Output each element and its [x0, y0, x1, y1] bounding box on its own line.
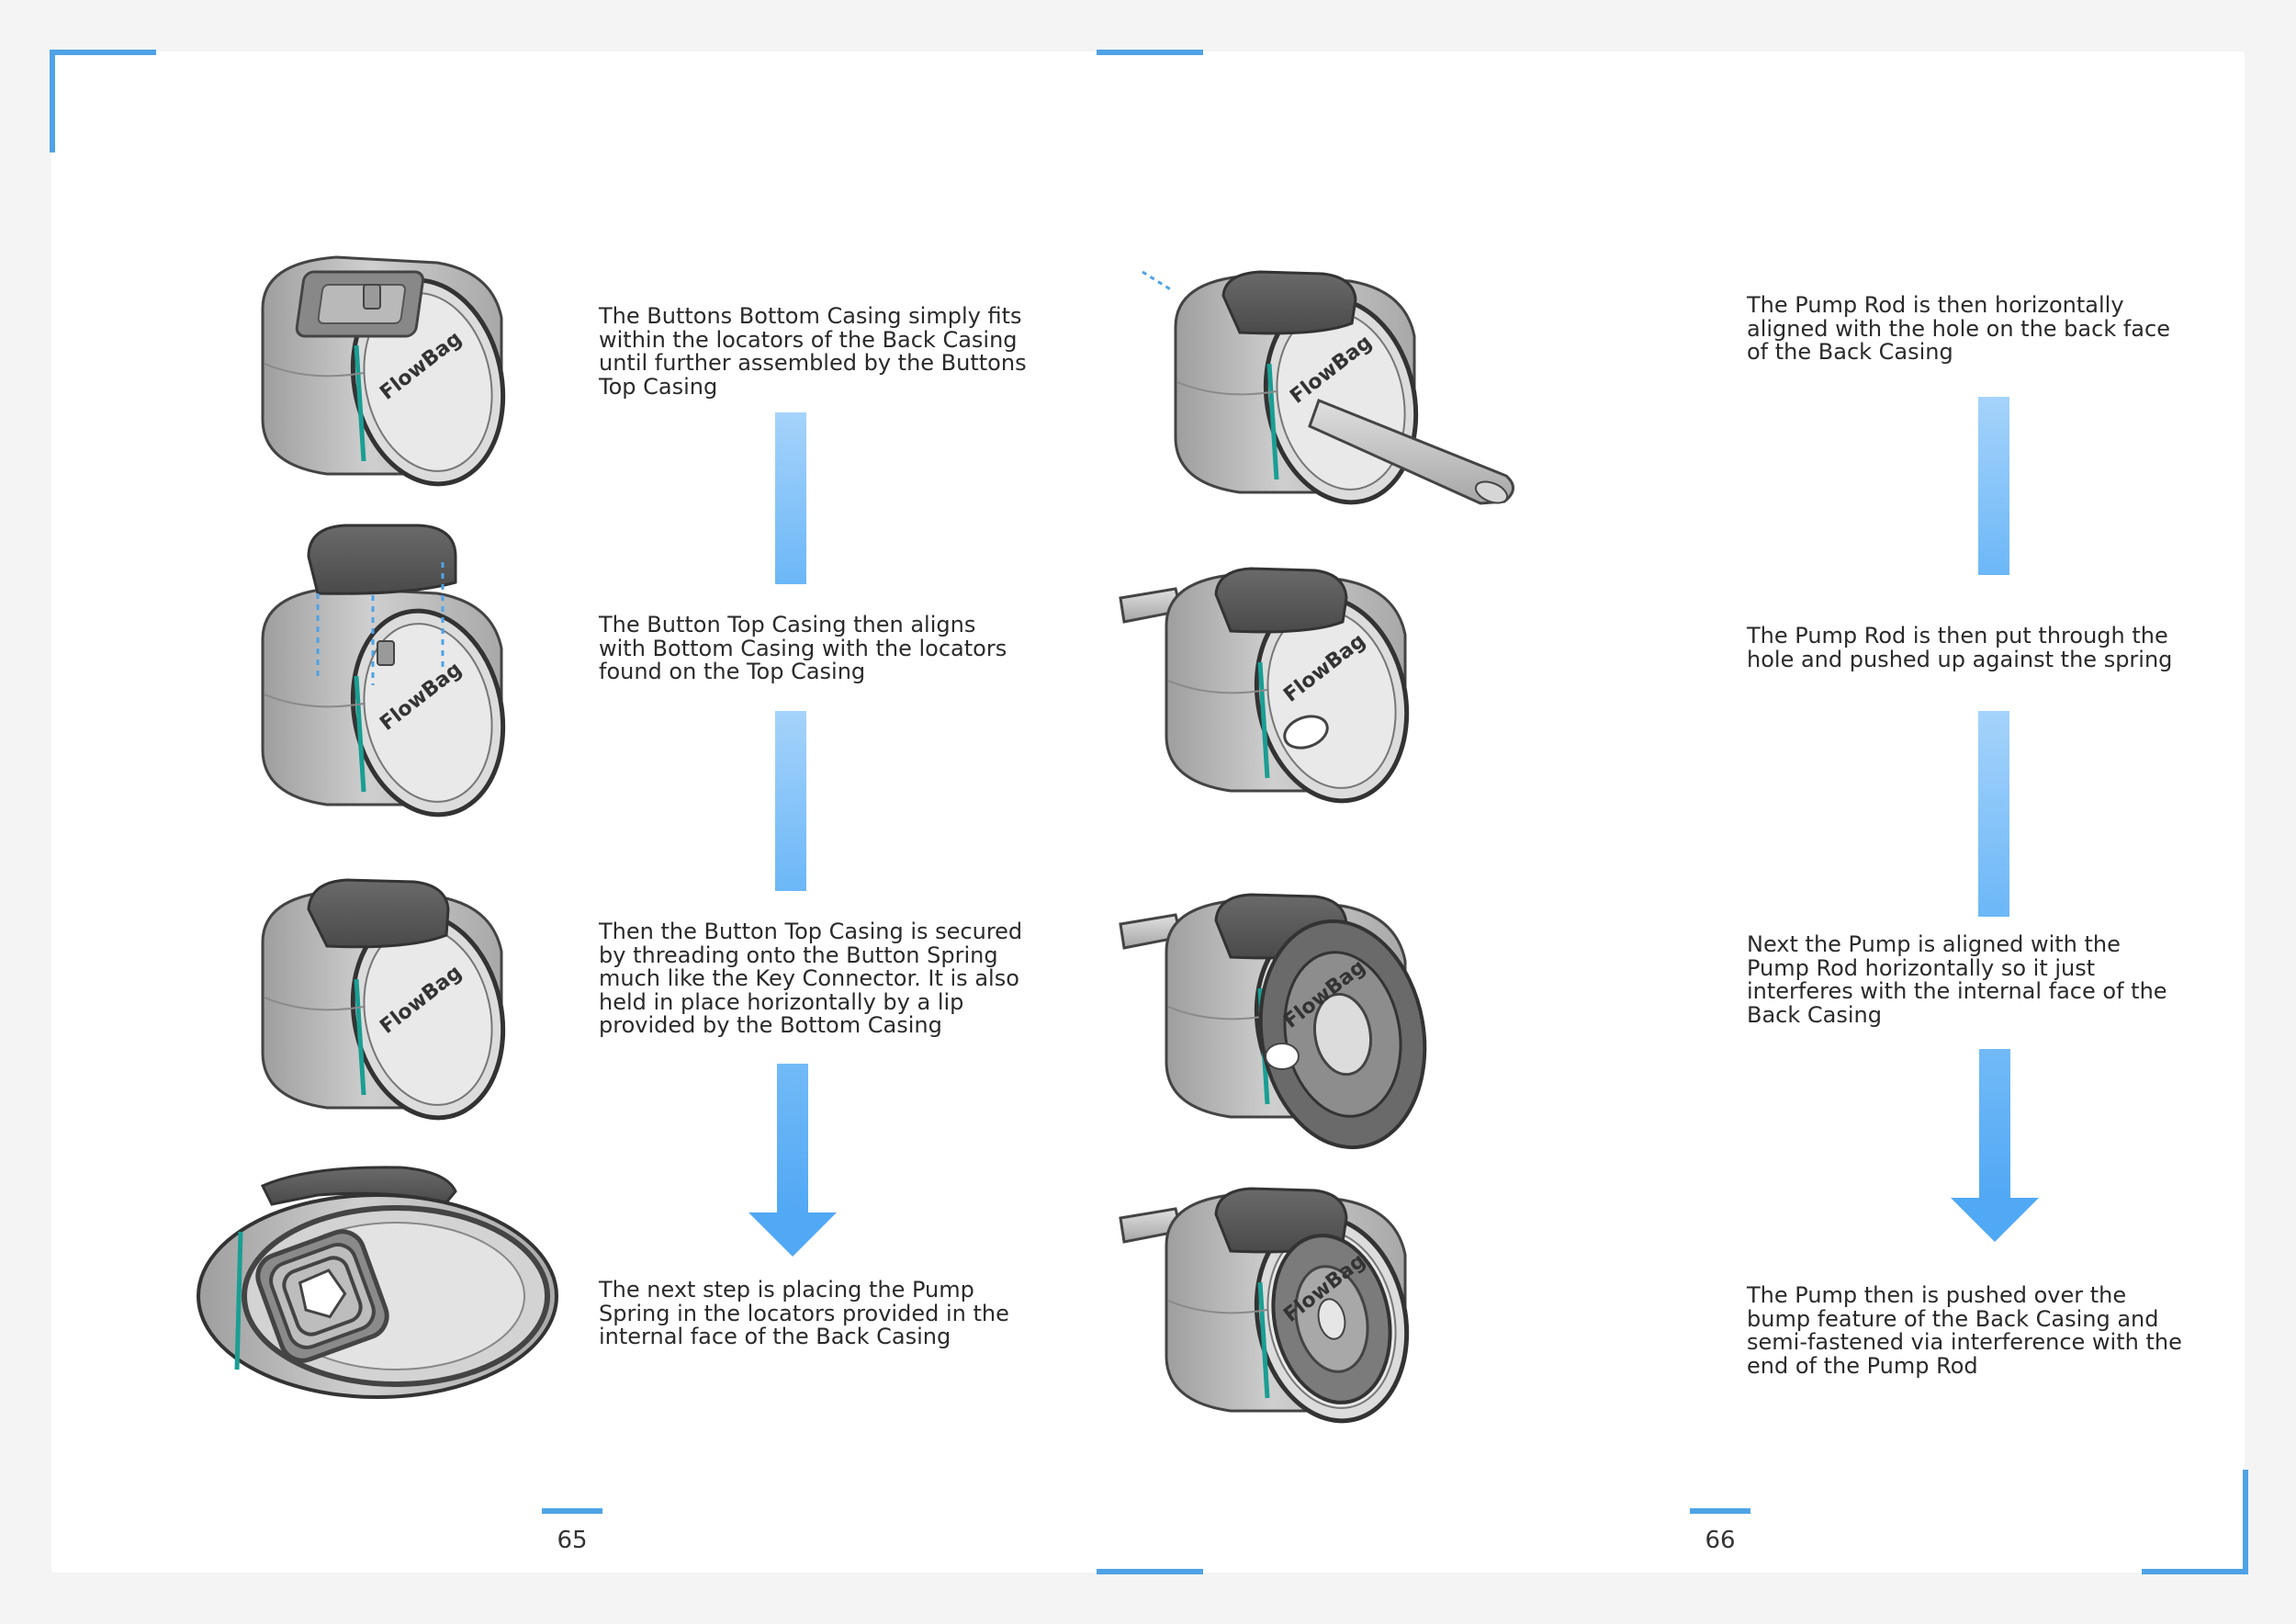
- assembly-illustration: FlowBag: [1142, 270, 1514, 557]
- corner-mark-top-left: [50, 50, 156, 55]
- step-text: The Pump Rod is then horizontally aligne…: [1747, 292, 2170, 365]
- center-mark-top: [1097, 50, 1203, 55]
- flow-arrow-icon: [1951, 1049, 2039, 1244]
- page-66: FlowBag The Pump Rod is then horizontall…: [1119, 51, 2245, 1573]
- step-text: Then the Button Top Casing is secured by…: [599, 919, 1023, 1038]
- assembly-illustration: [197, 1166, 558, 1399]
- step-text: The Pump then is pushed over the bump fe…: [1747, 1282, 2182, 1379]
- page-number-rule: [1690, 1508, 1750, 1514]
- document-spread: FlowBag The Buttons Bottom Casing simply…: [50, 50, 2248, 1574]
- step-text: The next step is placing the Pump Spring…: [599, 1277, 1009, 1349]
- page-number: 65: [557, 1527, 588, 1554]
- flow-arrow-icon: [775, 412, 806, 584]
- step-text: Next the Pump is aligned with the Pump R…: [1747, 931, 2167, 1028]
- corner-mark-bottom-right: [2142, 1569, 2248, 1574]
- assembly-illustration: FlowBag: [226, 244, 538, 511]
- flow-arrow-icon: [1978, 711, 2009, 917]
- step-text: The Button Top Casing then aligns with B…: [599, 612, 1007, 684]
- flow-arrow-icon: [1978, 397, 2009, 575]
- step-text: The Pump Rod is then put through the hol…: [1747, 623, 2173, 672]
- flow-arrow-icon: [775, 711, 806, 891]
- corner-mark-bottom-right: [2243, 1470, 2248, 1574]
- center-mark-bottom: [1097, 1569, 1203, 1574]
- step-text: The Buttons Bottom Casing simply fits wi…: [599, 303, 1027, 400]
- corner-mark-top-left: [50, 50, 55, 152]
- page-number-rule: [542, 1508, 602, 1514]
- page-number: 66: [1705, 1527, 1736, 1554]
- flow-arrow-icon: [748, 1064, 837, 1258]
- assembly-illustration: FlowBag: [1119, 1187, 1469, 1448]
- assembly-illustration: FlowBag: [226, 878, 538, 1126]
- assembly-illustration: FlowBag: [1119, 893, 1488, 1150]
- page-65: FlowBag The Buttons Bottom Casing simply…: [51, 51, 1148, 1573]
- assembly-illustration: FlowBag: [1119, 567, 1451, 818]
- assembly-illustration: FlowBag: [226, 524, 538, 841]
